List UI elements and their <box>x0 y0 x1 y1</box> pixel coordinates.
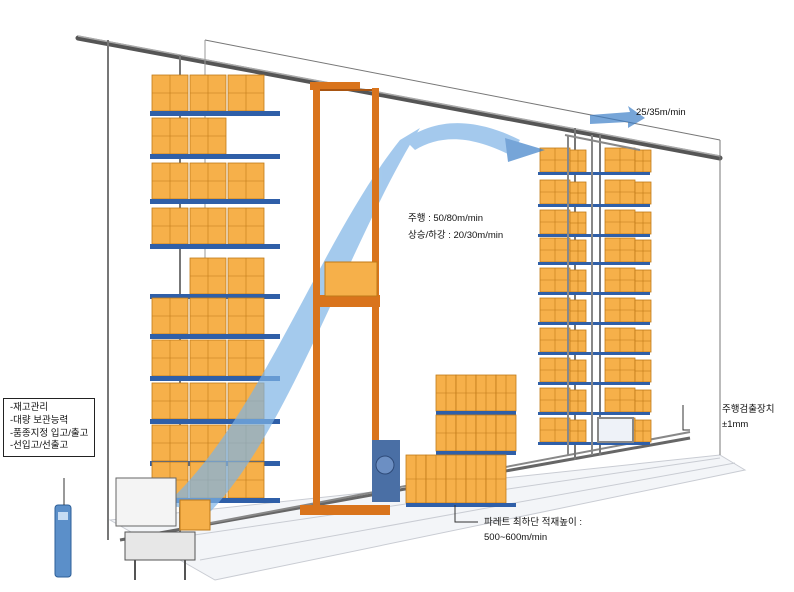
pallet-height-value: 500~600m/min <box>484 532 548 543</box>
pallet-box <box>604 267 652 293</box>
pallet-height-label: 파레트 최하단 적재높이 : <box>484 517 582 528</box>
control-terminal <box>54 504 72 578</box>
pallet-box <box>539 357 587 383</box>
rack-shelf <box>538 412 650 415</box>
pallet-box <box>539 417 587 443</box>
rack-shelf <box>538 172 650 175</box>
rack-shelf <box>538 352 650 355</box>
feature-item: -대량 보관능력 <box>10 414 69 426</box>
features-box: -재고관리 -대량 보관능력 -품종지정 입고/출고 -선입고/선출고 <box>3 398 96 458</box>
pallet-box <box>151 162 189 200</box>
rack-shelf <box>538 234 650 237</box>
pallet-box <box>539 237 587 263</box>
pallet-box <box>539 267 587 293</box>
pallet-box <box>604 357 652 383</box>
pallet-box <box>227 257 265 295</box>
rack-shelf <box>150 419 280 424</box>
right-crane <box>564 134 641 455</box>
rack-shelf <box>150 376 280 381</box>
io-conveyor <box>115 477 211 580</box>
pallet-box <box>539 327 587 353</box>
pallet-box <box>539 297 587 323</box>
pallet-box <box>189 207 227 245</box>
ground-pallets <box>405 374 517 507</box>
pallet-box <box>189 257 227 295</box>
pallet-box <box>227 207 265 245</box>
pallet-box <box>604 237 652 263</box>
pallet-box <box>189 339 227 377</box>
rack-shelf <box>150 334 280 339</box>
feature-item: -재고관리 <box>10 402 49 413</box>
pallet-box <box>604 297 652 323</box>
pallet-box <box>227 162 265 200</box>
rack-shelf <box>538 322 650 325</box>
pallet-box <box>604 209 652 235</box>
pallet-box <box>539 387 587 413</box>
pallet-box <box>604 179 652 205</box>
feature-item: -품종지정 입고/출고 <box>10 427 89 439</box>
pallet-box <box>151 74 189 112</box>
pallet-box <box>151 424 189 462</box>
rack-shelf <box>538 292 650 295</box>
lift-speed: 상승/하강 : 20/30m/min <box>408 230 504 241</box>
pallet-box <box>604 327 652 353</box>
stacker-crane <box>300 82 400 515</box>
pallet-box <box>151 382 189 420</box>
rack-shelf <box>150 244 280 249</box>
rack-shelf <box>538 382 650 385</box>
travel-speed: 주행 : 50/80m/min <box>408 213 484 224</box>
rack-shelf <box>538 262 650 265</box>
feature-item: -선입고/선출고 <box>10 440 69 452</box>
pallet-box <box>227 74 265 112</box>
position-detector-title: 주행검출장치 <box>722 404 775 415</box>
rack-shelf <box>538 204 650 207</box>
rack-shelf <box>538 442 650 445</box>
pallet-stack <box>435 414 517 455</box>
pallet-stack <box>405 454 516 507</box>
pallet-box <box>189 74 227 112</box>
rack-shelf <box>150 111 280 116</box>
pallet-box <box>539 209 587 235</box>
leader-lines <box>63 405 690 523</box>
rack-shelf <box>150 199 280 204</box>
position-detector-accuracy: ±1mm <box>722 419 749 430</box>
pallet-box <box>151 117 189 155</box>
pallet-box <box>151 207 189 245</box>
pallet-box <box>189 117 227 155</box>
pallet-box <box>189 382 227 420</box>
pallet-box <box>539 147 587 173</box>
pallet-box <box>604 387 652 413</box>
rack-shelf <box>150 154 280 159</box>
pallet-box <box>189 162 227 200</box>
pallet-box <box>227 297 265 335</box>
flow-arrows <box>165 106 645 512</box>
pallet-box <box>151 297 189 335</box>
pallet-box <box>151 339 189 377</box>
pallet-box <box>189 297 227 335</box>
pallet-box <box>604 147 652 173</box>
pallet-box <box>539 179 587 205</box>
rack-shelf <box>150 294 280 299</box>
crane-travel-speed: 25/35m/min <box>636 107 686 118</box>
pallet-stack <box>435 374 517 415</box>
pallet-box <box>227 339 265 377</box>
